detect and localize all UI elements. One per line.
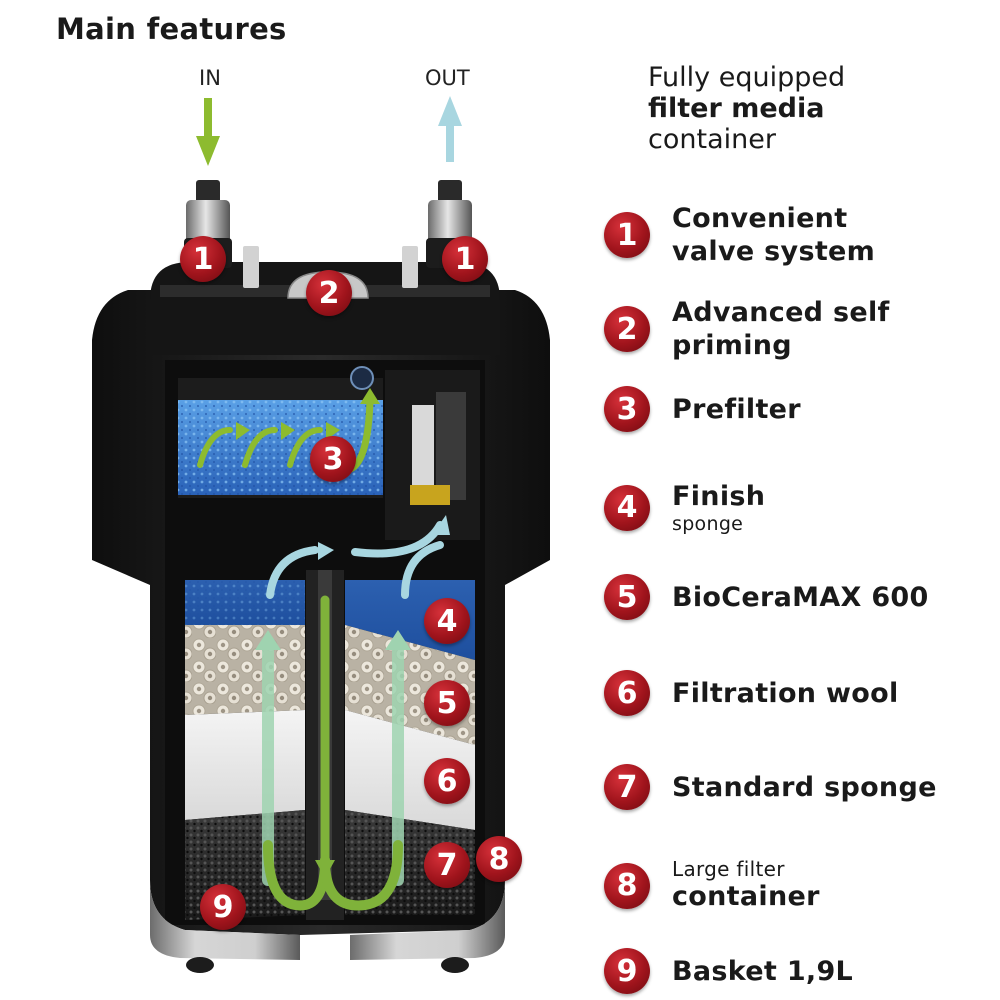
feature-badge-8: 8 [604,862,650,909]
out-label: OUT [425,66,470,90]
feature-9: 9 Basket 1,9L [604,948,853,994]
diagram-badge-4: 4 [424,598,470,644]
feature-6: 6 Filtration wool [604,670,899,716]
impeller [410,485,450,505]
feature-badge-9: 9 [604,948,650,994]
panel-heading-line2: filter media [648,93,825,124]
panel-heading-line1: Fully equipped [648,62,846,93]
feature-2-line1: Advanced self [672,297,890,328]
diagram-badge-7: 7 [424,842,470,888]
outflow-arrow [266,546,319,599]
feature-badge-5: 5 [604,574,650,620]
feature-4-line1: Finish [672,481,766,512]
feature-5-line1: BioCeraMAX 600 [672,581,929,613]
feature-3-line1: Prefilter [672,393,801,425]
feature-7-line1: Standard sponge [672,771,937,803]
bioceramax-left [185,625,305,715]
diagram-badge-5: 5 [424,680,470,726]
feature-2-line2: priming [672,330,792,361]
prefilter-flow-arrow [197,427,233,468]
in-label: IN [199,66,221,90]
feature-badge-7: 7 [604,764,650,810]
feature-5: 5 BioCeraMAX 600 [604,574,929,620]
feature-8-pre: Large filter [672,857,785,881]
impeller-shaft [412,405,434,493]
feature-1-line2: valve system [672,236,876,267]
foot-right [441,957,469,973]
u-flow-right [320,840,403,911]
lid-clip-right [402,246,418,288]
diagram-badge-1b: 1 [442,236,488,282]
diagram-badge-1a: 1 [180,236,226,282]
feature-7: 7 Standard sponge [604,764,937,810]
feature-badge-3: 3 [604,386,650,432]
feature-6-line1: Filtration wool [672,677,899,709]
feature-3: 3 Prefilter [604,386,801,432]
diagram-badge-9: 9 [200,884,246,930]
diagram-badge-3: 3 [310,436,356,482]
base-left [150,870,300,960]
lid-clip-left [243,246,259,288]
feature-badge-2: 2 [604,306,650,352]
out-arrow-head [438,96,462,126]
feature-8-line1: container [672,881,820,912]
feature-badge-6: 6 [604,670,650,716]
diagram-badge-2: 2 [306,270,352,316]
panel-heading-line3: container [648,124,776,155]
u-flow-left [263,840,330,911]
feature-badge-1: 1 [604,212,650,258]
page-title: Main features [56,12,287,46]
feature-badge-4: 4 [604,484,650,531]
feature-4-sub: sponge [672,513,744,535]
diagram-badge-8: 8 [476,836,522,882]
foot-left [186,957,214,973]
diagram-badge-6: 6 [424,758,470,804]
wool-left [185,710,305,820]
feature-9-line1: Basket 1,9L [672,955,854,987]
feature-1-line1: Convenient [672,203,848,234]
in-arrow-head [196,136,220,166]
panel-heading: Fully equipped filter media container [648,62,845,155]
base-right [350,870,505,960]
